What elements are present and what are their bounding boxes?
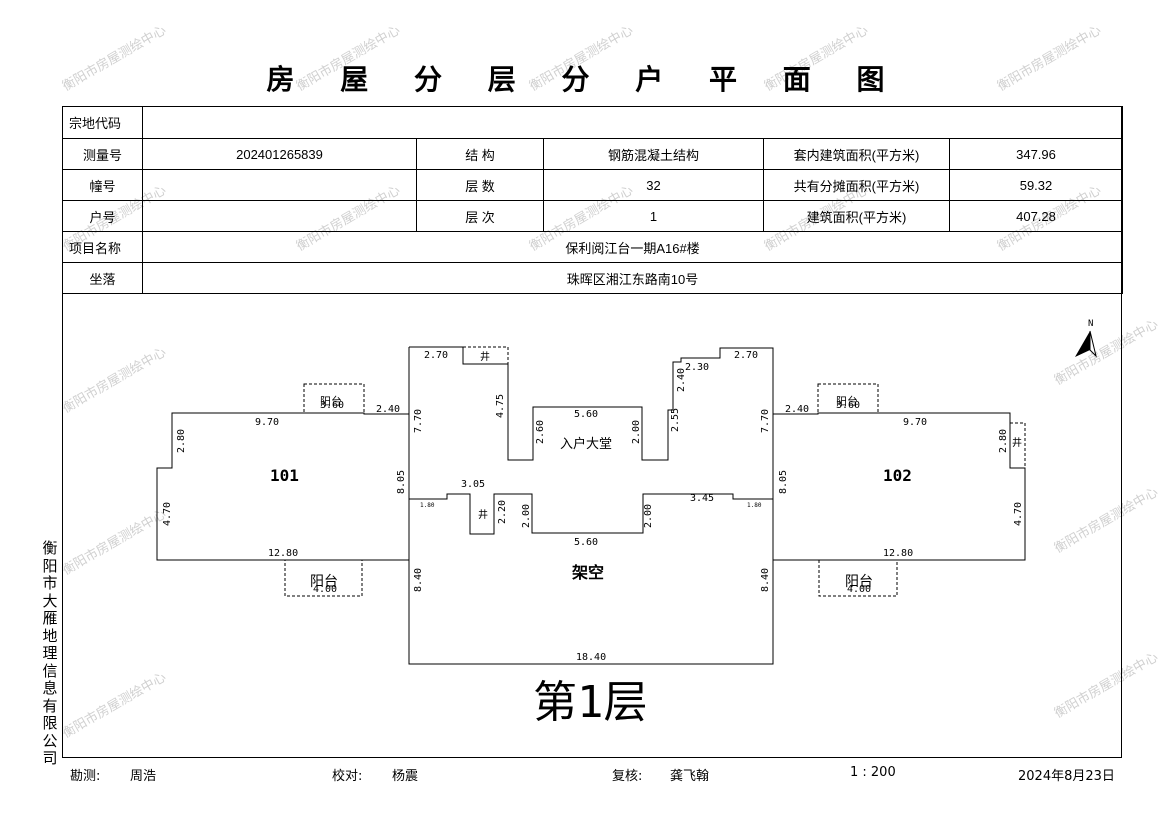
floors-value: 32	[543, 169, 764, 201]
north-label: N	[1088, 319, 1093, 329]
dim-label: 7.70	[413, 409, 424, 433]
info-table: 宗地代码 测量号 202401265839 结 构 钢筋混凝土结构 套内建筑面积…	[62, 106, 1123, 294]
dim-label: 3.60	[836, 400, 860, 411]
scale-label: 1 : 200	[850, 765, 896, 780]
company-name: 衡阳市大雁地理信息有限公司	[42, 539, 58, 767]
dim-label: 9.70	[255, 417, 279, 428]
shaft-outline	[462, 346, 509, 365]
dim-label: 2.30	[685, 362, 709, 373]
balcony-label: 阳台	[845, 574, 873, 590]
dim-label: 1.80	[420, 502, 435, 509]
dim-label: 3.45	[690, 493, 714, 504]
shaft-label: 井	[1012, 436, 1022, 449]
dim-label: 9.70	[903, 417, 927, 428]
dim-label: 8.40	[760, 568, 771, 592]
table-row: 户号 层 次 1 建筑面积(平方米) 407.28	[62, 200, 1123, 232]
dim-label: 8.40	[413, 568, 424, 592]
structure-label: 结 构	[416, 138, 544, 170]
balcony-outline	[818, 559, 898, 597]
open-space-outline	[409, 493, 773, 535]
dim-label: 2.00	[631, 420, 642, 444]
north-arrow-icon	[1075, 330, 1097, 358]
page-title: 房 屋 分 层 分 户 平 面 图	[266, 63, 903, 96]
dim-label: 12.80	[268, 548, 298, 559]
reviewer-label: 复核:	[612, 769, 643, 784]
dim-label: 7.70	[760, 409, 771, 433]
table-row: 测量号 202401265839 结 构 钢筋混凝土结构 套内建筑面积(平方米)…	[62, 138, 1123, 170]
shared-area-label: 共有分摊面积(平方米)	[763, 169, 950, 201]
dim-label: 8.05	[396, 470, 407, 494]
dim-label: 2.40	[785, 404, 809, 415]
dim-label: 4.70	[1013, 502, 1024, 526]
address-label: 坐落	[62, 262, 143, 294]
dim-label: 2.00	[521, 504, 532, 528]
unit-no-label: 户号	[62, 200, 143, 232]
dim-label: 2.40	[676, 368, 687, 392]
central-block-outline	[408, 346, 774, 665]
dim-label: 3.60	[320, 400, 344, 411]
checker-label: 校对:	[332, 769, 363, 784]
dim-label: 4.70	[162, 502, 173, 526]
project-label: 项目名称	[62, 231, 143, 263]
balcony-label: 阳台	[836, 394, 858, 408]
dim-label: 2.60	[535, 420, 546, 444]
balcony-outline	[284, 559, 363, 597]
dim-label: 4.00	[847, 584, 871, 595]
dim-label: 5.60	[574, 537, 598, 548]
dim-label: 2.80	[998, 429, 1009, 453]
balcony-label: 阳台	[310, 574, 338, 590]
address-value: 珠晖区湘江东路南10号	[142, 262, 1123, 294]
shaft-label: 井	[478, 508, 488, 521]
dim-label: 2.00	[643, 504, 654, 528]
dim-label: 2.70	[424, 350, 448, 361]
dim-label: 12.80	[883, 548, 913, 559]
balcony-label: 阳台	[320, 394, 342, 408]
open-space-label: 架空	[571, 563, 604, 582]
inner-area-value: 347.96	[949, 138, 1123, 170]
dim-label: 8.05	[778, 470, 789, 494]
building-no-value	[142, 169, 417, 201]
unit-102-label: 102	[883, 466, 912, 485]
building-no-label: 幢号	[62, 169, 143, 201]
balcony-outline	[817, 383, 879, 414]
dim-label: 4.75	[495, 394, 506, 418]
dim-label: 3.05	[461, 479, 485, 490]
lobby-label: 入户大堂	[560, 436, 612, 452]
survey-no-label: 测量号	[62, 138, 143, 170]
dim-label: 5.60	[574, 409, 598, 420]
dim-label: 2.20	[497, 500, 508, 524]
date-label: 2024年8月23日	[1018, 769, 1115, 784]
total-area-label: 建筑面积(平方米)	[763, 200, 950, 232]
unit-101-label: 101	[270, 466, 299, 485]
dim-label: 2.80	[176, 429, 187, 453]
dim-label: 2.55	[670, 408, 681, 432]
table-row: 项目名称 保利阅江台一期A16#楼	[62, 231, 1123, 263]
checker-name: 杨震	[392, 769, 419, 784]
dim-label: 2.70	[734, 350, 758, 361]
surveyor-name: 周浩	[130, 769, 157, 784]
unit-101-outline	[156, 412, 409, 561]
balcony-outline	[303, 383, 365, 414]
shaft-label: 井	[480, 350, 490, 363]
table-row: 坐落 珠晖区湘江东路南10号	[62, 262, 1123, 294]
dim-label: 18.40	[576, 652, 606, 663]
floor-caption: 第1层	[533, 677, 648, 728]
surveyor-label: 勘测:	[70, 769, 101, 784]
shaft-outline	[1009, 422, 1026, 469]
total-area-value: 407.28	[949, 200, 1123, 232]
table-row: 幢号 层 数 32 共有分摊面积(平方米) 59.32	[62, 169, 1123, 201]
unit-102-outline	[773, 412, 1026, 561]
inner-area-label: 套内建筑面积(平方米)	[763, 138, 950, 170]
dim-label: 1.80	[747, 502, 762, 509]
dim-label: 2.40	[376, 404, 400, 415]
reviewer-name: 龚飞翰	[670, 769, 710, 784]
dim-label: 4.00	[313, 584, 337, 595]
shared-area-value: 59.32	[949, 169, 1123, 201]
